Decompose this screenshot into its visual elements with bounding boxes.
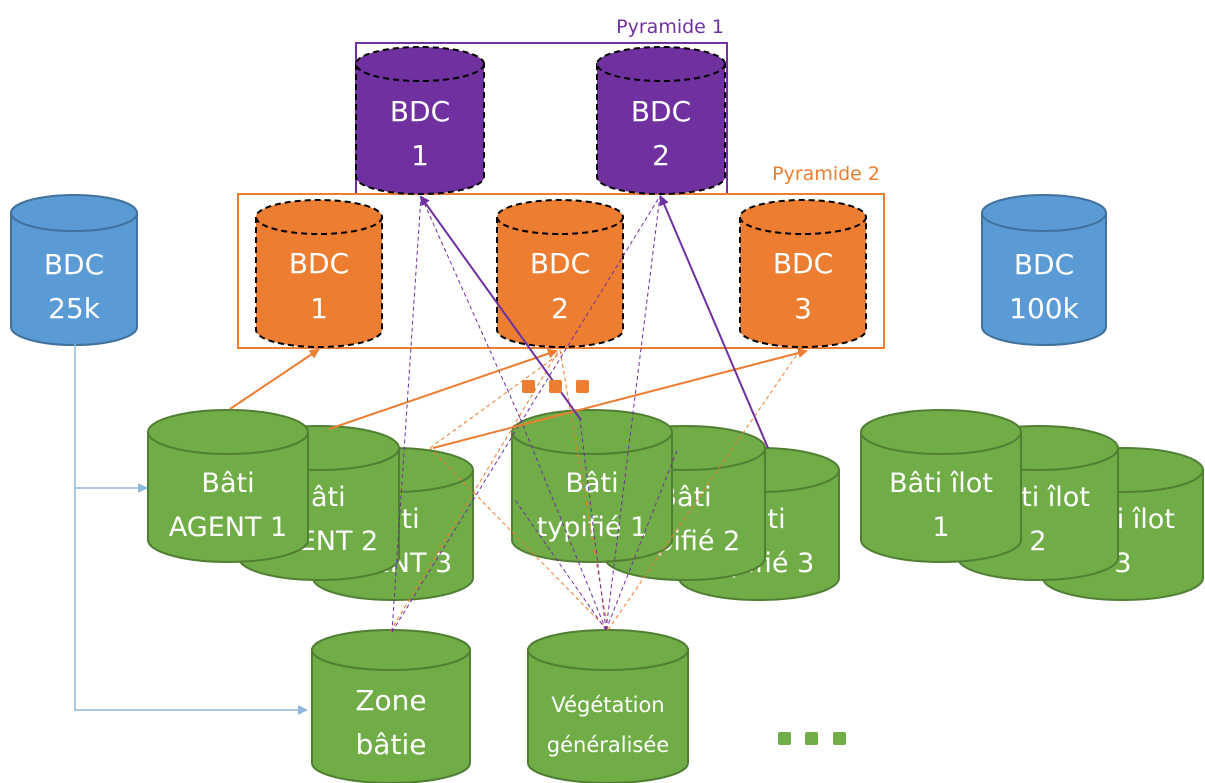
cyl-p2-bdc2-line1: BDC xyxy=(530,247,590,280)
cyl-agent1-line2: AGENT 1 xyxy=(169,512,287,543)
cyl-veg-line2: généralisée xyxy=(547,733,669,757)
cylinder-bdc-25k: BDC 25k xyxy=(10,194,138,346)
cyl-p1-bdc2-line2: 2 xyxy=(652,139,670,172)
cylinder-p2-bdc-3: BDC 3 xyxy=(739,199,867,348)
cylinder-bdc-100k: BDC 100k xyxy=(981,194,1107,346)
pyramide-2-label: Pyramide 2 xyxy=(772,163,880,185)
cyl-p1-bdc2-line1: BDC xyxy=(631,95,691,128)
cyl-p1-bdc1-line1: BDC xyxy=(390,95,450,128)
cyl-p2-bdc3-line2: 3 xyxy=(794,292,812,325)
cylinder-bati-ilot-1: Bâti îlot 1 xyxy=(860,409,1022,563)
cyl-ilot1-line1: Bâti îlot xyxy=(889,468,993,499)
connector-25k xyxy=(74,344,308,715)
pyramide-1-label: Pyramide 1 xyxy=(616,16,724,38)
cylinder-p1-bdc-2: BDC 2 xyxy=(596,46,726,195)
ellipsis-orange xyxy=(522,380,589,393)
cyl-zone-line1: Zone xyxy=(355,684,426,717)
cyl-typ1-line1: Bâti xyxy=(565,468,618,499)
cyl-zone-line2: bâtie xyxy=(356,728,427,761)
cylinder-p2-bdc-2: BDC 2 xyxy=(496,199,624,348)
cylinder-bati-agent-1: Bâti AGENT 1 xyxy=(147,409,309,563)
cyl-veg-line1: Végétation xyxy=(551,693,664,717)
cyl-p2-bdc1-line2: 1 xyxy=(310,292,328,325)
cyl-bdc100k-line1: BDC xyxy=(1014,248,1074,281)
cyl-agent1-line1: Bâti xyxy=(201,468,254,499)
cyl-ilot2-line2: 2 xyxy=(1029,526,1046,557)
cyl-p2-bdc1-line1: BDC xyxy=(289,247,349,280)
cyl-p1-bdc1-line2: 1 xyxy=(411,139,429,172)
cyl-ilot1-line2: 1 xyxy=(932,512,949,543)
cyl-bdc100k-line2: 100k xyxy=(1009,292,1079,325)
cyl-bdc25k-line1: BDC xyxy=(44,248,104,281)
cyl-bdc25k-line2: 25k xyxy=(48,292,101,325)
cylinder-vegetation-generalisee: Végétation généralisée xyxy=(527,629,689,783)
cylinder-p1-bdc-1: BDC 1 xyxy=(355,46,485,195)
cyl-p2-bdc2-line2: 2 xyxy=(551,292,569,325)
cylinder-p2-bdc-1: BDC 1 xyxy=(255,199,383,348)
cylinder-zone-batie: Zone bâtie xyxy=(311,629,471,783)
ellipsis-green xyxy=(778,732,846,745)
pyramide-2-frame xyxy=(237,193,885,349)
dashed-connectors xyxy=(389,195,801,633)
cyl-p2-bdc3-line1: BDC xyxy=(773,247,833,280)
